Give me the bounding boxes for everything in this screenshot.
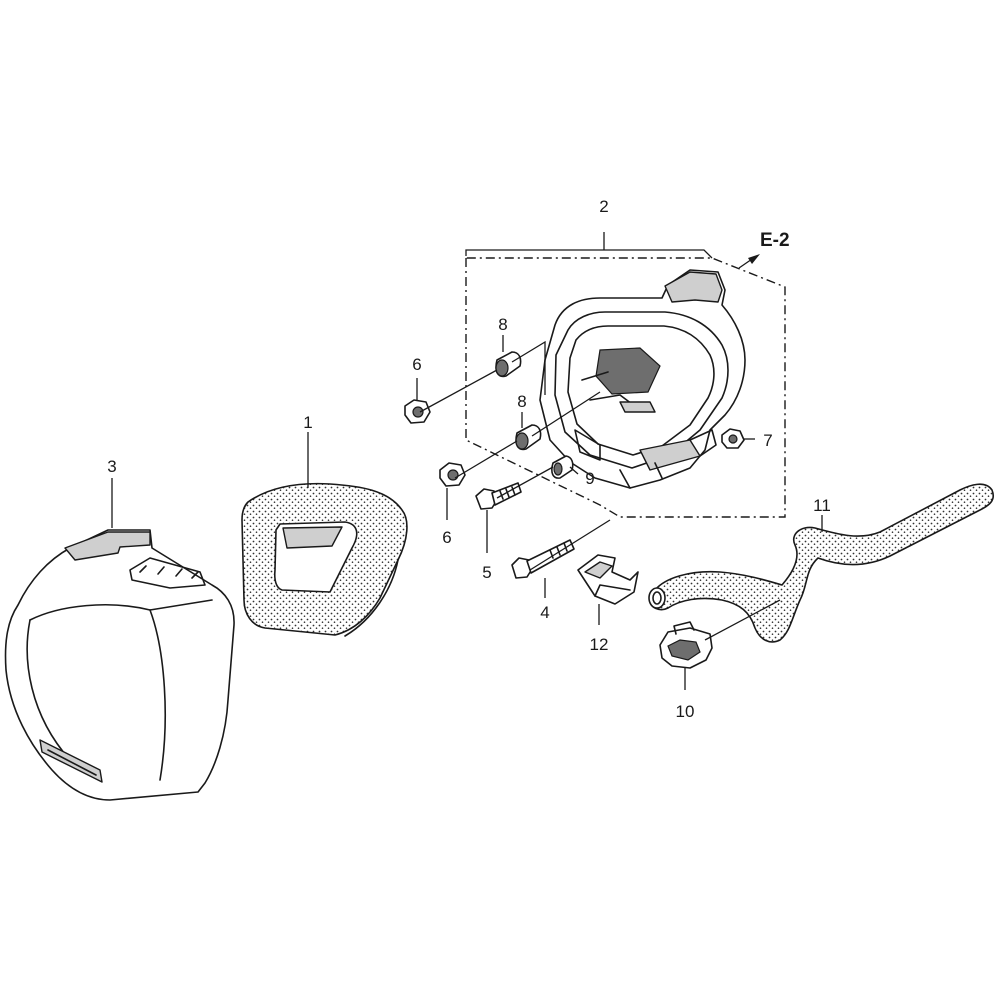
- callout-2: 2: [599, 197, 608, 216]
- flange-bolt-short: [475, 482, 522, 510]
- callout-8-upper: 8: [498, 315, 507, 334]
- assembly-bracket: [465, 232, 786, 518]
- callout-5: 5: [482, 563, 491, 582]
- nut-right: [721, 428, 745, 449]
- callout-6-lower: 6: [442, 528, 451, 547]
- callout-10: 10: [676, 702, 695, 721]
- callout-12: 12: [590, 635, 609, 654]
- callout-8-lower: 8: [517, 392, 526, 411]
- leader-lines: [111, 254, 823, 690]
- callout-3: 3: [107, 457, 116, 476]
- callout-1: 1: [303, 413, 312, 432]
- flange-bolt-long: [511, 539, 575, 579]
- callout-11: 11: [813, 496, 831, 515]
- collar: [551, 455, 574, 479]
- hose-clamp: [659, 621, 713, 669]
- grommet-upper: [495, 351, 522, 378]
- hose-clip-bracket: [577, 554, 639, 605]
- callout-6-upper: 6: [412, 355, 421, 374]
- reference-e2: E-2: [760, 230, 790, 251]
- callout-7: 7: [763, 431, 772, 450]
- nut-upper: [404, 399, 431, 424]
- breather-hose: [648, 483, 995, 643]
- callout-9: 9: [585, 469, 594, 488]
- air-cleaner-case: [539, 269, 746, 489]
- grommet-lower: [515, 424, 542, 451]
- air-filter-element: [241, 482, 408, 637]
- callout-4: 4: [540, 603, 549, 622]
- air-cleaner-cover: [4, 529, 235, 801]
- callout-labels: 1 2 3 4 5 6 6 7 8 8 9 10 11 12 E-2: [107, 197, 831, 721]
